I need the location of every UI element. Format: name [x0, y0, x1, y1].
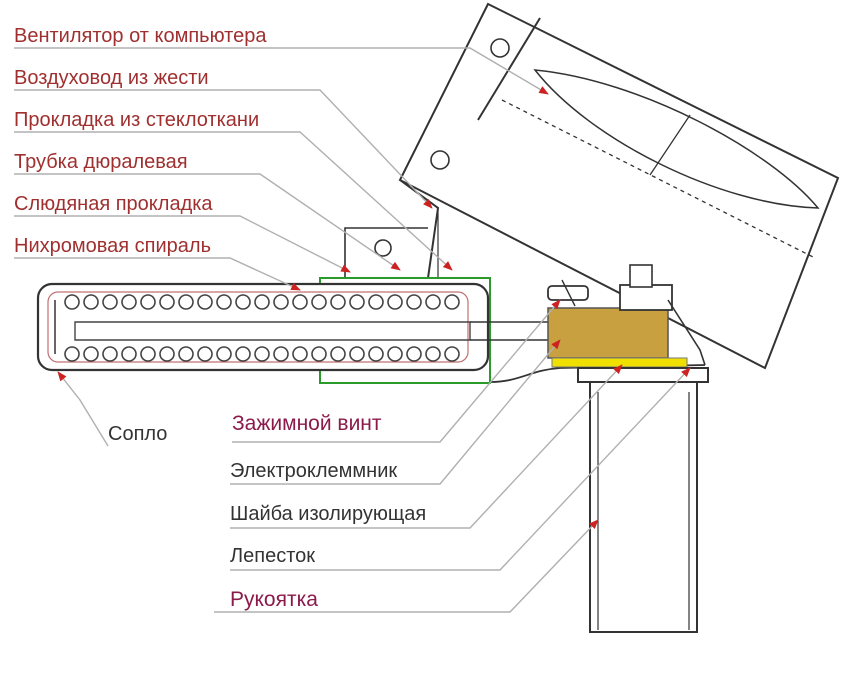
coil-turn — [387, 294, 403, 310]
leader-lines — [14, 47, 691, 613]
coil-turn — [64, 346, 80, 362]
coil-turn — [273, 294, 289, 310]
coil-turn — [368, 346, 384, 362]
label-terminal-block: Электроклеммник — [230, 460, 397, 482]
coil-turn — [387, 346, 403, 362]
coil-turn — [159, 294, 175, 310]
coil-turn — [292, 346, 308, 362]
coil-turn — [102, 294, 118, 310]
leader-nichrome-coil — [14, 257, 301, 291]
leader-nozzle — [57, 371, 109, 447]
terminal-block — [547, 307, 669, 359]
terminal-assembly — [470, 264, 706, 383]
coil-turn — [292, 294, 308, 310]
air-duct — [344, 179, 440, 279]
coil-turn — [349, 294, 365, 310]
fan-housing — [398, 2, 840, 370]
coil-turn — [311, 294, 327, 310]
coil-turn — [178, 346, 194, 362]
coil-turn — [425, 294, 441, 310]
coil-turn — [235, 346, 251, 362]
coil-turn — [444, 346, 460, 362]
label-fan: Вентилятор от компьютера — [14, 25, 267, 47]
leader-terminal-block — [230, 339, 561, 485]
nichrome-coil-lower — [64, 346, 460, 362]
coil-turn — [83, 294, 99, 310]
handle — [577, 367, 709, 633]
coil-turn — [368, 294, 384, 310]
coil-turn — [159, 346, 175, 362]
coil-turn — [235, 294, 251, 310]
leader-clamp-screw — [232, 299, 561, 443]
label-nichrome-coil: Нихромовая спираль — [14, 235, 211, 257]
label-duct: Воздуховод из жести — [14, 67, 209, 89]
coil-turn — [140, 346, 156, 362]
coil-turn — [273, 346, 289, 362]
label-clamp-screw: Зажимной винт — [232, 412, 382, 435]
coil-turn — [311, 346, 327, 362]
nichrome-coil-upper — [64, 294, 460, 310]
leader-duct — [14, 89, 433, 209]
coil-turn — [330, 294, 346, 310]
coil-turn — [254, 294, 270, 310]
leader-duralumin-tube — [14, 173, 401, 271]
leader-fan — [14, 47, 549, 95]
coil-turn — [178, 294, 194, 310]
leader-handle — [214, 519, 599, 613]
coil-turn — [406, 346, 422, 362]
coil-turn — [216, 346, 232, 362]
label-duralumin-tube: Трубка дюралевая — [14, 151, 188, 173]
label-fiberglass-gasket: Прокладка из стеклоткани — [14, 109, 259, 131]
leader-insulating-washer — [230, 364, 623, 529]
leader-lug — [230, 367, 691, 571]
heater-tube — [36, 277, 491, 384]
coil-turn — [254, 346, 270, 362]
coil-turn — [121, 294, 137, 310]
coil-turn — [349, 346, 365, 362]
labels: Вентилятор от компьютера Воздуховод из ж… — [14, 25, 426, 611]
coil-turn — [330, 346, 346, 362]
coil-turn — [406, 294, 422, 310]
coil-turn — [83, 346, 99, 362]
leader-mica-gasket — [14, 215, 351, 273]
coil-turn — [197, 346, 213, 362]
label-lug: Лепесток — [230, 545, 315, 567]
label-insulating-washer: Шайба изолирующая — [230, 503, 426, 525]
coil-turn — [197, 294, 213, 310]
coil-turn — [64, 294, 80, 310]
coil-turn — [121, 346, 137, 362]
coil-turn — [444, 294, 460, 310]
coil-turn — [102, 346, 118, 362]
leader-fiberglass-gasket — [14, 131, 453, 271]
label-handle: Рукоятка — [230, 588, 318, 611]
coil-turn — [425, 346, 441, 362]
coil-turn — [216, 294, 232, 310]
coil-turn — [140, 294, 156, 310]
insulating-washer — [551, 357, 688, 368]
label-nozzle: Сопло — [108, 423, 167, 445]
label-mica-gasket: Слюдяная прокладка — [14, 193, 213, 215]
